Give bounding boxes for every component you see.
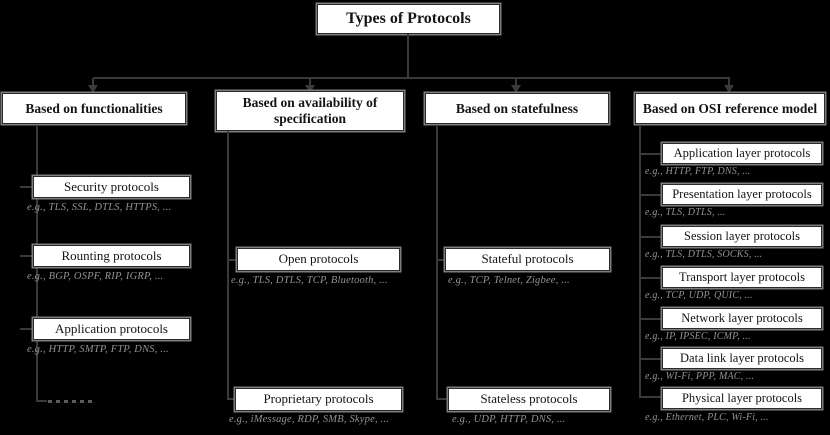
connector-col4-stub-4 <box>639 277 662 279</box>
connector-col2-elbow <box>227 398 235 400</box>
connector-col3-spine <box>436 125 438 400</box>
node-label: Data link layer protocols <box>680 351 804 366</box>
node-label: Session layer protocols <box>684 229 800 244</box>
connector-top-rail <box>93 77 730 79</box>
node-label: Rounting protocols <box>61 247 162 263</box>
diagram-title: Types of Protocols <box>346 9 471 27</box>
arrow-down-icon <box>724 85 734 93</box>
examples-caption: e.g., TLS, DTLS, ... <box>645 207 726 218</box>
examples-caption: e.g., TCP, UDP, QUIC, ... <box>645 290 753 301</box>
root-node-types-of-protocols: Types of Protocols <box>317 4 500 34</box>
examples-caption: e.g., TLS, DTLS, SOCKS, ... <box>645 249 763 260</box>
node-label: Presentation layer protocols <box>672 187 812 202</box>
examples-caption: e.g., BGP, OSPF, RIP, IGRP, ... <box>27 271 164 282</box>
connector-col3-stub-1 <box>436 259 445 261</box>
node-label: Transport layer protocols <box>679 270 805 285</box>
node-label: Open protocols <box>278 251 359 267</box>
examples-caption: e.g., TLS, DTLS, TCP, Bluetooth, ... <box>231 275 388 286</box>
connector-root-stem <box>407 34 409 78</box>
arrow-down-icon <box>511 85 521 93</box>
examples-caption: e.g., TCP, Telnet, Zigbee, ... <box>448 275 570 286</box>
more-items-ellipsis <box>48 400 93 403</box>
node-application-layer-protocols: Application layer protocols <box>662 143 822 164</box>
node-security-protocols: Security protocols <box>33 176 190 198</box>
connector-col3-elbow <box>436 398 448 400</box>
connector-col1-stub-2 <box>20 255 36 257</box>
examples-caption: e.g., IP, IPSEC, ICMP, ... <box>645 331 751 342</box>
category-label: Based on OSI reference model <box>642 100 818 116</box>
connector-col4-stub-3 <box>639 236 662 238</box>
node-network-layer-protocols: Network layer protocols <box>662 308 822 329</box>
category-based-on-statefulness: Based on statefulness <box>425 93 609 124</box>
category-label: Based on statefulness <box>455 100 579 116</box>
connector-drop-4 <box>728 78 730 85</box>
node-label: Application protocols <box>54 320 168 336</box>
connector-drop-3 <box>515 78 517 85</box>
node-label: Proprietary protocols <box>263 391 374 407</box>
arrow-down-icon <box>88 85 98 93</box>
category-label: Based on availability of specification <box>242 95 378 126</box>
node-physical-layer-protocols: Physical layer protocols <box>662 388 822 409</box>
connector-drop-2 <box>309 78 311 85</box>
connector-col4-spine <box>639 125 641 398</box>
examples-caption: e.g., UDP, HTTP, DNS, ... <box>452 414 566 425</box>
connector-col4-stub-5 <box>639 318 662 320</box>
category-based-on-functionalities: Based on functionalities <box>2 93 186 124</box>
node-stateful-protocols: Stateful protocols <box>445 248 610 271</box>
connector-col4-stub-6 <box>639 358 662 360</box>
node-stateless-protocols: Stateless protocols <box>448 388 610 411</box>
node-presentation-layer-protocols: Presentation layer protocols <box>662 184 822 205</box>
node-rounting-protocols: Rounting protocols <box>33 245 190 267</box>
node-label: Application layer protocols <box>673 146 811 161</box>
node-label: Stateful protocols <box>481 251 574 267</box>
node-session-layer-protocols: Session layer protocols <box>662 226 822 247</box>
examples-caption: e.g., iMessage, RDP, SMB, Skype, ... <box>229 414 390 425</box>
node-label: Physical layer protocols <box>681 391 803 406</box>
examples-caption: e.g., HTTP, SMTP, FTP, DNS, ... <box>27 344 169 355</box>
node-label: Stateless protocols <box>480 391 578 407</box>
examples-caption: e.g., Ethernet, PLC, Wi-Fi, ... <box>645 412 769 423</box>
node-proprietary-protocols: Proprietary protocols <box>235 388 402 411</box>
connector-col1-elbow <box>36 400 47 402</box>
category-based-on-osi-reference-model: Based on OSI reference model <box>635 93 825 124</box>
node-transport-layer-protocols: Transport layer protocols <box>662 267 822 288</box>
node-application-protocols: Application protocols <box>33 318 190 340</box>
connector-col4-stub-1 <box>639 153 662 155</box>
connector-col1-stub-3 <box>20 328 36 330</box>
connector-col2-spine <box>227 131 229 400</box>
category-based-on-availability-of-specification: Based on availability of specification <box>216 91 404 131</box>
node-label: Network layer protocols <box>681 311 803 326</box>
connector-col4-elbow <box>639 396 662 398</box>
examples-caption: e.g., WI-Fi, PPP, MAC, ... <box>645 371 755 382</box>
examples-caption: e.g., HTTP, FTP, DNS, ... <box>645 166 751 177</box>
category-label: Based on functionalities <box>25 100 163 116</box>
node-open-protocols: Open protocols <box>237 248 400 271</box>
examples-caption: e.g., TLS, SSL, DTLS, HTTPS, ... <box>27 202 172 213</box>
connector-drop-1 <box>92 78 94 85</box>
node-label: Security protocols <box>64 178 159 194</box>
node-data-link-layer-protocols: Data link layer protocols <box>662 348 822 369</box>
connector-col2-stub-1 <box>227 259 237 261</box>
arrow-down-icon <box>305 85 315 93</box>
connector-col1-stub-1 <box>20 186 36 188</box>
connector-col4-stub-2 <box>639 194 662 196</box>
